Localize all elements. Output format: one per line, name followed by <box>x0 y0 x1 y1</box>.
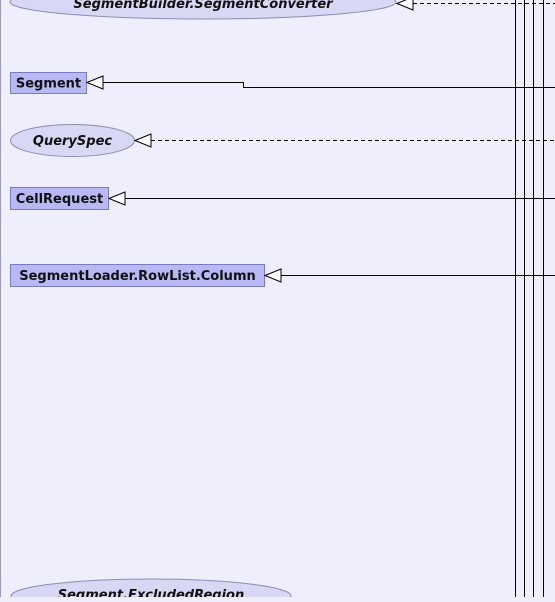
node-rowlist-column[interactable]: SegmentLoader.RowList.Column <box>10 264 265 287</box>
node-query-spec[interactable]: QuerySpec <box>10 124 135 157</box>
inheritance-arrowhead <box>263 268 282 283</box>
node-segment-converter[interactable]: SegmentBuilder.SegmentConverter <box>9 0 397 20</box>
edge-rowlist-column <box>263 268 555 283</box>
class-box <box>10 72 87 94</box>
realization-arrowhead <box>133 133 152 148</box>
node-label: SegmentBuilder.SegmentConverter <box>73 0 334 12</box>
edge-segment-converter <box>395 0 555 11</box>
node-label: Segment <box>16 77 81 92</box>
node-cell-request[interactable]: CellRequest <box>10 187 109 210</box>
node-label: Segment.ExcludedRegion <box>58 588 245 597</box>
interface-ellipse <box>9 0 397 20</box>
realization-arrowhead <box>395 0 414 11</box>
node-label: CellRequest <box>16 192 103 207</box>
node-segment[interactable]: Segment <box>10 72 87 94</box>
edge-segment <box>85 75 555 90</box>
interface-ellipse <box>10 578 292 602</box>
solid-edge <box>103 82 555 88</box>
vertical-trunk-lines <box>515 0 544 597</box>
node-label: QuerySpec <box>33 134 112 149</box>
node-label: SegmentLoader.RowList.Column <box>19 269 256 284</box>
inheritance-arrowhead <box>85 75 104 90</box>
inheritance-arrowhead <box>107 191 126 206</box>
edge-cell-request <box>107 191 555 206</box>
edge-query-spec <box>133 133 555 148</box>
